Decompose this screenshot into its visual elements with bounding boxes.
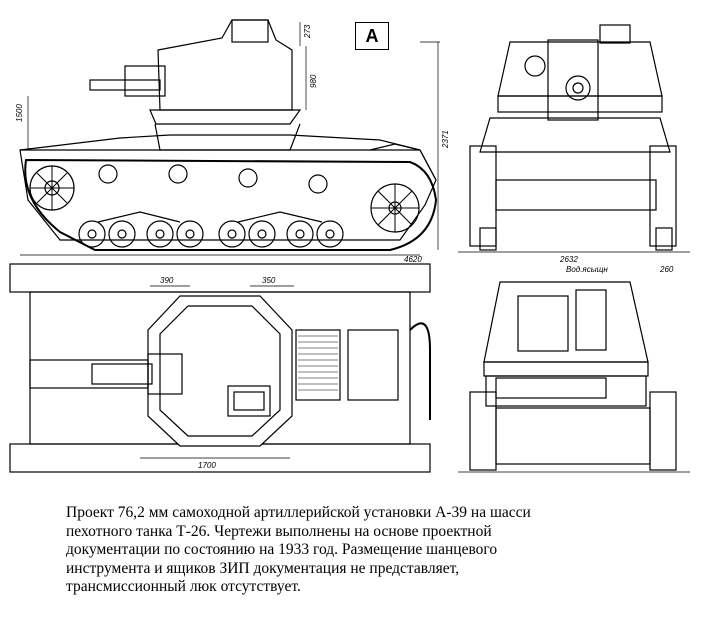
- caption-line: документации по состоянию на 1933 год. Р…: [66, 541, 498, 558]
- dim-track-width: 2632: [559, 255, 578, 264]
- rear-view: [458, 281, 690, 473]
- dim-total-height: 2371: [441, 130, 450, 149]
- dim-turret-top: 273: [303, 24, 312, 39]
- caption: Проект 76,2 мм самоходной артиллерийской…: [66, 504, 666, 597]
- caption-line: трансмиссионный люк отсутствует.: [66, 578, 301, 595]
- front-view: [458, 24, 690, 253]
- technical-drawing: 273 980 1500 4620 2371 2632 260 Вод.ясыщ…: [9, 19, 690, 473]
- view-label-box: A: [355, 22, 389, 50]
- side-view: [19, 19, 438, 251]
- dim-total-length: 4620: [404, 255, 422, 264]
- dim-turret-length: 1700: [198, 461, 216, 470]
- dim-water-line: Вод.ясыщн: [566, 265, 608, 274]
- caption-line: Проект 76,2 мм самоходной артиллерийской…: [66, 504, 531, 521]
- top-view: [9, 263, 431, 473]
- caption-line: инструмента и ящиков ЗИП документация не…: [66, 559, 460, 577]
- dim-track-outer: 260: [659, 265, 674, 274]
- dim-top-offset-2: 350: [262, 276, 276, 285]
- dim-top-offset-1: 390: [160, 276, 174, 285]
- dim-hull-height: 1500: [15, 104, 24, 122]
- caption-line: пехотного танка Т-26. Чертежи выполнены …: [66, 522, 492, 540]
- dim-turret-height: 980: [309, 74, 318, 88]
